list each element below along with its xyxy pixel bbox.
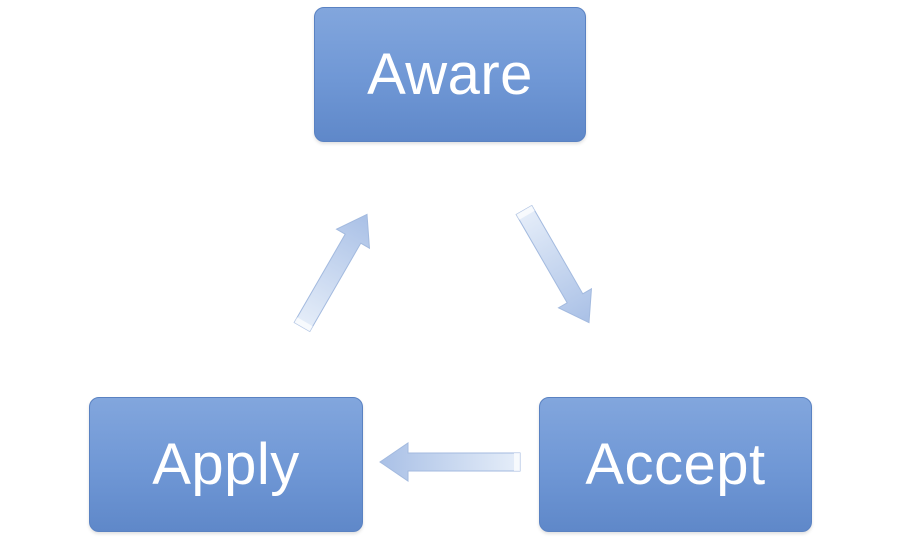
node-aware: Aware — [314, 7, 586, 142]
node-apply-label: Apply — [152, 432, 300, 497]
node-apply: Apply — [89, 397, 363, 532]
arrow-apply-to-aware — [293, 213, 371, 333]
node-accept: Accept — [539, 397, 812, 532]
arrow-accept-to-apply — [379, 442, 521, 482]
arrow-aware-to-accept — [515, 204, 593, 324]
node-accept-label: Accept — [585, 432, 766, 497]
node-aware-label: Aware — [367, 42, 533, 107]
